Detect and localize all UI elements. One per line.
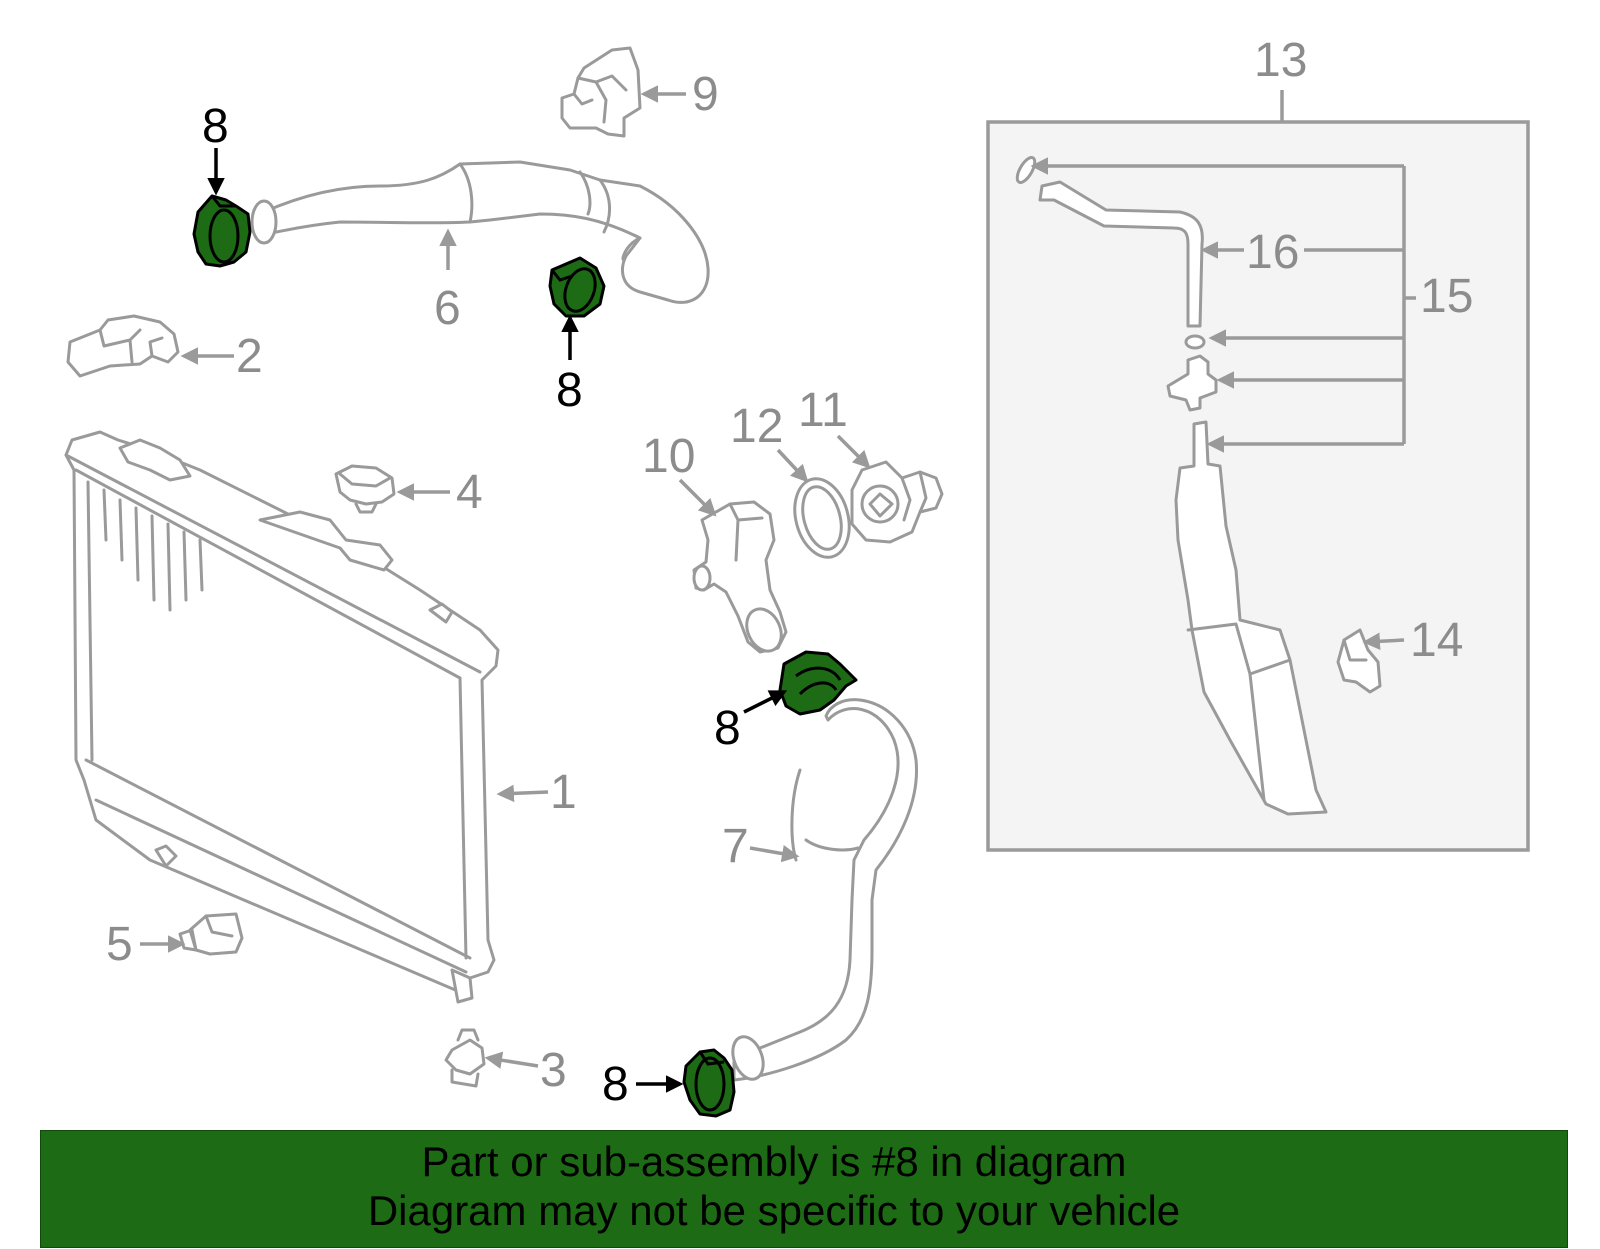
callout-7: 7 — [722, 820, 749, 873]
bracket-part[interactable] — [66, 314, 180, 378]
drain-cock-part[interactable] — [178, 912, 244, 956]
callout-16: 16 — [1246, 226, 1299, 279]
thermostat-part[interactable] — [850, 460, 944, 544]
reservoir-cap-part[interactable] — [1166, 334, 1218, 412]
callout-5: 5 — [106, 918, 133, 971]
callout-8-b: 8 — [556, 364, 583, 417]
water-inlet-part[interactable] — [692, 500, 788, 657]
drain-plug-part[interactable] — [444, 1028, 486, 1088]
gasket-part[interactable] — [787, 473, 858, 564]
reservoir-tank-part[interactable] — [1174, 420, 1328, 816]
radiator-part[interactable] — [64, 430, 500, 1004]
callout-11: 11 — [798, 384, 848, 437]
leader-lines — [140, 85, 1416, 1093]
callout-14: 14 — [1410, 614, 1463, 667]
callout-6: 6 — [434, 282, 461, 335]
callout-15: 15 — [1420, 270, 1473, 323]
callout-10: 10 — [642, 430, 695, 483]
hose-clamp-8-b[interactable] — [548, 256, 606, 318]
callout-8-c: 8 — [714, 702, 741, 755]
callout-8-a: 8 — [202, 100, 229, 153]
callout-9: 9 — [692, 68, 719, 121]
reservoir-inset — [986, 120, 1530, 852]
callout-1: 1 — [550, 766, 577, 819]
hose-clamp-8-a[interactable] — [192, 194, 252, 268]
bracket-9-part[interactable] — [560, 46, 642, 138]
callout-4: 4 — [456, 466, 483, 519]
banner-line-part-info: Part or sub-assembly is #8 in diagram — [421, 1138, 1127, 1185]
callout-13: 13 — [1254, 34, 1307, 87]
callout-2: 2 — [236, 330, 263, 383]
callout-3: 3 — [540, 1044, 567, 1097]
callout-8-d: 8 — [602, 1058, 629, 1111]
hose-clamp-8-d[interactable] — [682, 1048, 736, 1118]
banner-line-disclaimer: Diagram may not be specific to your vehi… — [367, 1187, 1181, 1234]
lower-hose-part[interactable] — [727, 698, 919, 1084]
info-banner: Part or sub-assembly is #8 in diagram Di… — [40, 1130, 1568, 1248]
upper-hose-part[interactable] — [250, 160, 710, 304]
radiator-cap-part[interactable] — [334, 464, 396, 514]
callout-12: 12 — [730, 400, 783, 453]
